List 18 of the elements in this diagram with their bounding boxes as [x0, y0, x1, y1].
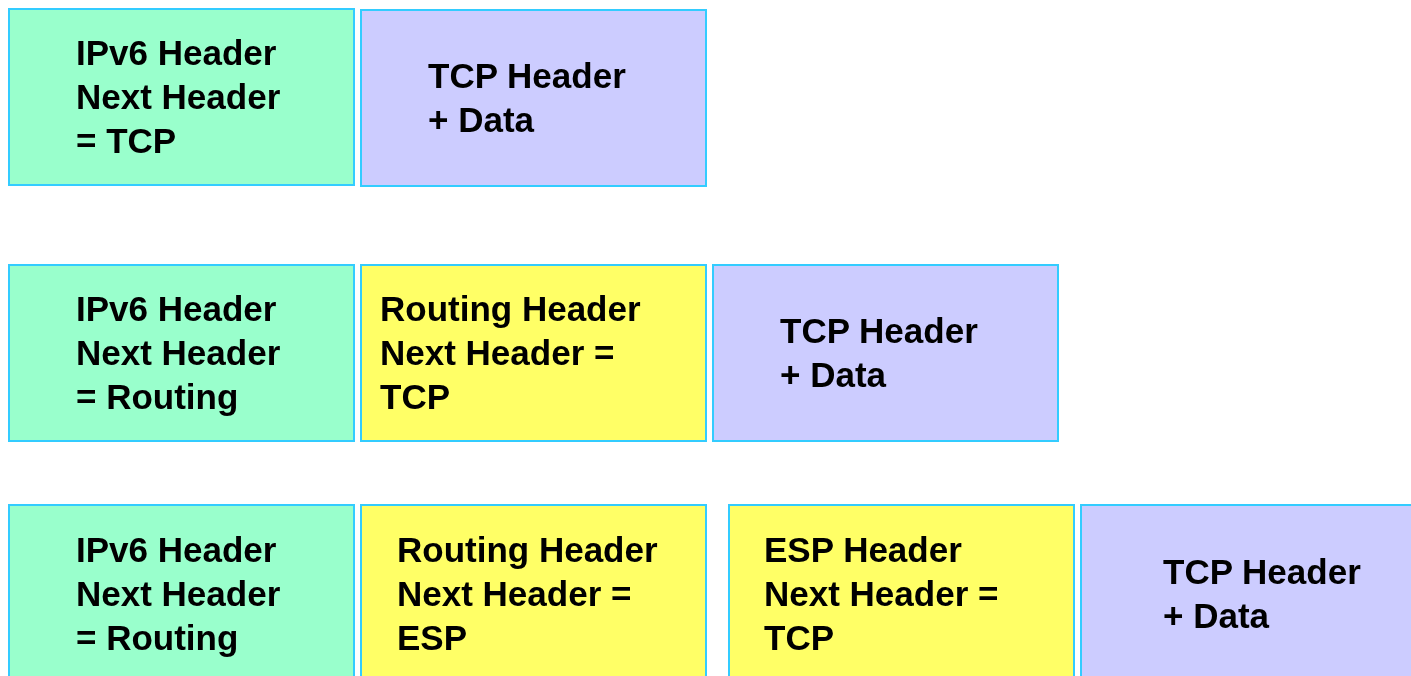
header-label: Routing Header Next Header = TCP: [380, 288, 642, 418]
header-label: IPv6 Header Next Header = Routing: [76, 288, 282, 418]
header-label: IPv6 Header Next Header = Routing: [76, 529, 282, 659]
tcp-data-box: [360, 9, 707, 187]
extension-header-box: [728, 504, 1075, 676]
ipv6-header-box: [8, 264, 355, 442]
header-label: ESP Header Next Header = TCP: [764, 529, 1000, 659]
tcp-data-box: [712, 264, 1059, 442]
extension-header-box: [360, 264, 707, 442]
header-label: TCP Header + Data: [1163, 551, 1362, 637]
ipv6-header-box: [8, 504, 355, 676]
header-label: TCP Header + Data: [780, 310, 979, 396]
ipv6-header-box: [8, 8, 355, 186]
header-label: Routing Header Next Header = ESP: [397, 529, 659, 659]
extension-header-box: [360, 504, 707, 676]
header-label: TCP Header + Data: [428, 55, 627, 141]
tcp-data-box: [1080, 504, 1411, 676]
header-label: IPv6 Header Next Header = TCP: [76, 32, 282, 162]
